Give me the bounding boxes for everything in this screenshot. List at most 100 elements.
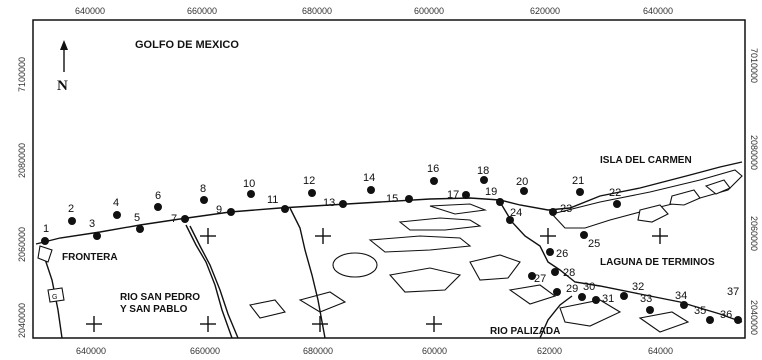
station-label-26: 26 <box>556 248 568 260</box>
station-label-12: 12 <box>303 175 315 187</box>
coastline <box>35 161 743 245</box>
station-label-9: 9 <box>216 204 222 216</box>
station-dot-31 <box>592 296 600 304</box>
station-dot-12 <box>308 189 316 197</box>
station-dot-2 <box>68 217 76 225</box>
station-label-8: 8 <box>200 183 206 195</box>
station-dot-29 <box>553 288 561 296</box>
station-dot-26 <box>546 248 554 256</box>
station-label-7: 7 <box>171 213 177 225</box>
y-tick-right-1: 7010000 <box>749 48 759 83</box>
station-label-11: 11 <box>267 194 278 206</box>
station-label-20: 20 <box>516 176 528 188</box>
y-tick-left-4: 2040000 <box>17 303 27 338</box>
station-label-5: 5 <box>134 212 140 224</box>
grid-crosses <box>86 228 668 332</box>
station-dot-8 <box>200 196 208 204</box>
x-axis-top: 640000 660000 680000 600000 620000 64000… <box>75 6 673 16</box>
isla-label: ISLA DEL CARMEN <box>600 155 692 166</box>
x-tick-bottom-3: 680000 <box>303 346 333 356</box>
station-dot-21 <box>576 188 584 196</box>
laguna-label: LAGUNA DE TERMINOS <box>600 257 715 268</box>
rio-san-pedro-label-2: Y SAN PABLO <box>120 304 188 315</box>
frontera-label: FRONTERA <box>62 252 118 263</box>
map-frame <box>32 19 746 339</box>
x-tick-bottom-4: 60000 <box>422 346 447 356</box>
g-islet <box>47 287 65 303</box>
river-2 <box>189 225 239 339</box>
station-label-1: 1 <box>43 223 49 235</box>
station-dot-25 <box>580 231 588 239</box>
station-dot-30 <box>578 293 586 301</box>
station-label-37: 37 <box>727 286 739 298</box>
station-dot-13 <box>339 200 347 208</box>
station-dot-20 <box>520 187 528 195</box>
station-dot-16 <box>430 177 438 185</box>
lagoon-2 <box>368 235 472 253</box>
x-tick-top-4: 600000 <box>414 6 444 16</box>
station-label-33: 33 <box>640 293 652 305</box>
station-dot-5 <box>136 225 144 233</box>
rio-palizada-label: RIO PALIZADA <box>490 326 560 337</box>
station-label-18: 18 <box>477 165 489 177</box>
station-label-6: 6 <box>155 190 161 202</box>
isla-del-carmen <box>550 169 743 229</box>
x-tick-bottom-6: 64000 <box>648 346 673 356</box>
stations: 1 2 3 4 5 6 7 8 9 10 11 12 13 14 15 16 1… <box>41 163 742 324</box>
station-dot-3 <box>93 232 101 240</box>
station-label-35: 35 <box>694 305 706 317</box>
gulf-label: GOLFO DE MEXICO <box>135 39 239 51</box>
x-tick-top-1: 640000 <box>75 6 105 16</box>
station-dot-7 <box>181 215 189 223</box>
river-3 <box>289 207 326 339</box>
station-label-29: 29 <box>566 283 578 295</box>
y-axis-left: 7100000 2080000 2060000 2040000 <box>17 57 27 338</box>
y-tick-right-3: 2060000 <box>749 216 759 251</box>
station-label-27: 27 <box>534 273 546 285</box>
x-tick-top-3: 680000 <box>302 6 332 16</box>
x-tick-top-6: 640000 <box>643 6 673 16</box>
station-label-16: 16 <box>427 163 439 175</box>
station-dot-33 <box>646 306 654 314</box>
station-label-19: 19 <box>485 186 497 198</box>
x-tick-bottom-5: 62000 <box>537 346 562 356</box>
station-dot-19 <box>496 198 504 206</box>
station-label-14: 14 <box>363 172 375 184</box>
y-tick-left-1: 7100000 <box>17 57 27 92</box>
station-dot-15 <box>405 195 413 203</box>
x-tick-top-5: 620000 <box>530 6 560 16</box>
lagoon-7 <box>508 284 557 305</box>
lagoon-8 <box>298 291 347 313</box>
station-label-25: 25 <box>588 238 600 250</box>
station-label-10: 10 <box>243 178 255 190</box>
frontera-islet <box>37 245 53 263</box>
station-dot-32 <box>620 292 628 300</box>
station-label-31: 31 <box>602 293 614 305</box>
isla-islet-3 <box>704 179 731 195</box>
lagoon-4 <box>429 203 488 215</box>
station-dot-9 <box>227 208 235 216</box>
x-tick-top-2: 660000 <box>187 6 217 16</box>
station-dot-1 <box>41 237 49 245</box>
station-label-36: 36 <box>720 309 732 321</box>
station-label-28: 28 <box>563 267 575 279</box>
station-dot-22 <box>613 200 621 208</box>
station-dot-24 <box>506 216 514 224</box>
rio-san-pedro-label-1: RIO SAN PEDRO <box>120 292 200 303</box>
station-label-23: 23 <box>560 203 572 215</box>
station-label-4: 4 <box>113 197 119 209</box>
station-label-17: 17 <box>447 189 459 201</box>
y-tick-left-3: 2060000 <box>17 227 27 262</box>
x-axis-bottom: 640000 660000 680000 60000 62000 64000 <box>76 346 673 356</box>
station-label-2: 2 <box>68 203 74 215</box>
isla-islet-1 <box>637 204 669 223</box>
station-dot-35 <box>706 316 714 324</box>
station-label-34: 34 <box>675 290 687 302</box>
station-label-22: 22 <box>609 187 621 199</box>
station-dot-11 <box>281 205 289 213</box>
lagoon-3 <box>398 217 482 231</box>
lagoon-11 <box>638 311 690 333</box>
station-label-3: 3 <box>89 218 95 230</box>
station-label-32: 32 <box>632 281 644 293</box>
y-axis-right: 7010000 2080000 2060000 2040000 <box>749 48 759 335</box>
